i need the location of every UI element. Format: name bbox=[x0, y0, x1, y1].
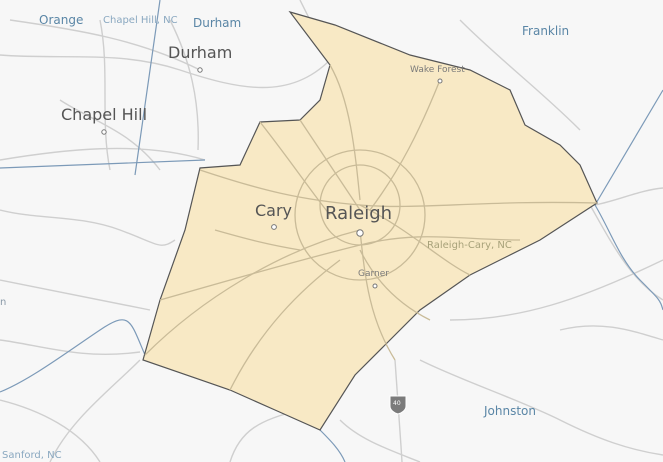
label-left-edge: n bbox=[0, 297, 7, 308]
label-franklin-county: Franklin bbox=[522, 24, 570, 38]
label-interstate-number: 40 bbox=[393, 400, 401, 407]
label-orange-county: Orange bbox=[39, 13, 84, 27]
label-sanford-nc: Sanford, NC bbox=[2, 450, 62, 461]
label-cary: Cary bbox=[255, 201, 293, 220]
garner-marker bbox=[372, 283, 378, 289]
label-garner: Garner bbox=[358, 269, 389, 279]
region-roads bbox=[144, 64, 598, 391]
cary-marker bbox=[271, 224, 277, 230]
label-durham-county: Durham bbox=[193, 16, 242, 30]
label-wake-forest: Wake Forest bbox=[410, 65, 465, 75]
label-chapel-hill: Chapel Hill bbox=[61, 105, 148, 124]
label-chapel-hill-nc: Chapel Hill, NC bbox=[103, 15, 178, 26]
interstate-shield-icon bbox=[389, 395, 407, 415]
raleigh-marker bbox=[356, 229, 364, 237]
label-raleigh: Raleigh bbox=[325, 203, 393, 224]
label-durham-city: Durham bbox=[168, 43, 233, 62]
chapel-hill-marker bbox=[101, 129, 107, 135]
wake-county-region[interactable] bbox=[142, 10, 598, 431]
durham-marker bbox=[197, 67, 203, 73]
label-johnston-county: Johnston bbox=[484, 404, 536, 418]
label-raleigh-cary-metro: Raleigh-Cary, NC bbox=[427, 240, 512, 251]
wake-forest-marker bbox=[437, 78, 443, 84]
city-markers bbox=[101, 67, 443, 289]
